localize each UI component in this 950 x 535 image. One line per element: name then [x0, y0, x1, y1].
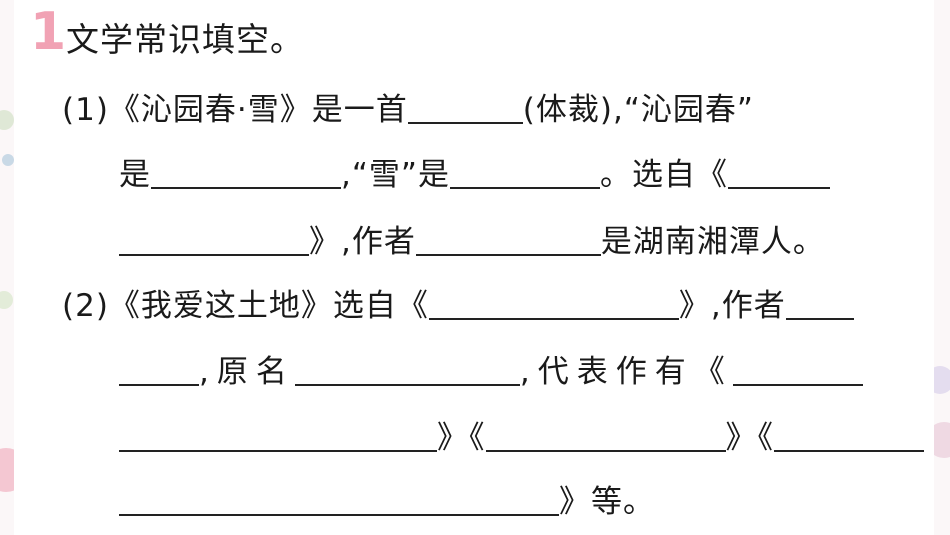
worksheet-card: 1 文学常识填空。 (1)《沁园春·雪》是一首 (体裁),“沁园春” 是 ,“雪”是… — [14, 0, 934, 535]
part1-text-c: 是 — [119, 157, 151, 193]
part2-text-g: 》等。 — [559, 484, 655, 520]
question-number: 1 — [30, 2, 67, 62]
blank-work-2[interactable] — [485, 420, 726, 452]
part1-label: (1) — [62, 92, 109, 128]
blank-author-2b[interactable] — [119, 354, 199, 386]
blank-work-3b[interactable] — [119, 484, 559, 516]
blank-source-1a[interactable] — [727, 157, 830, 189]
blank-xue[interactable] — [449, 157, 600, 189]
part2-line3: 》《 》《 — [119, 418, 924, 458]
part2-line4: 》等。 — [119, 482, 655, 522]
blank-author-1[interactable] — [415, 224, 601, 256]
part1-text-a: 《沁园春·雪》是一首 — [108, 92, 408, 128]
blank-original-name[interactable] — [294, 354, 520, 386]
part2-text-b: 》,作者 — [678, 288, 786, 324]
question-heading: 文学常识填空。 — [66, 20, 304, 59]
blank-work-3a[interactable] — [774, 420, 924, 452]
part1-line3: 》,作者 是湖南湘潭人。 — [119, 222, 825, 262]
part1-text-b: (体裁),“沁园春” — [522, 92, 754, 128]
part1-text-g: 是湖南湘潭人。 — [600, 224, 825, 260]
blank-qinyuanchun[interactable] — [151, 157, 341, 189]
blank-work-1a[interactable] — [732, 354, 863, 386]
blank-source-2[interactable] — [428, 288, 679, 320]
part2-text-d: ,代表作有《 — [519, 354, 733, 390]
part2-text-f: 》《 — [725, 420, 774, 456]
blank-author-2a[interactable] — [785, 288, 854, 320]
part2-line1: (2)《我爱这土地》选自《 》,作者 — [62, 286, 854, 326]
part2-line2: ,原名 ,代表作有《 — [119, 352, 863, 392]
part2-text-c: ,原名 — [199, 354, 295, 390]
part2-label: (2) — [62, 288, 109, 324]
blank-work-1b[interactable] — [119, 420, 437, 452]
part2-text-e: 》《 — [437, 420, 486, 456]
part1-text-d: ,“雪”是 — [341, 157, 450, 193]
part1-text-e: 。选自《 — [599, 157, 728, 193]
blank-genre[interactable] — [407, 92, 523, 124]
part1-text-f: 》,作者 — [309, 224, 416, 260]
part2-text-a: 《我爱这土地》选自《 — [108, 288, 429, 324]
blank-source-1b[interactable] — [119, 224, 309, 256]
part1-line1: (1)《沁园春·雪》是一首 (体裁),“沁园春” — [62, 90, 754, 130]
part1-line2: 是 ,“雪”是 。选自《 — [119, 155, 830, 195]
